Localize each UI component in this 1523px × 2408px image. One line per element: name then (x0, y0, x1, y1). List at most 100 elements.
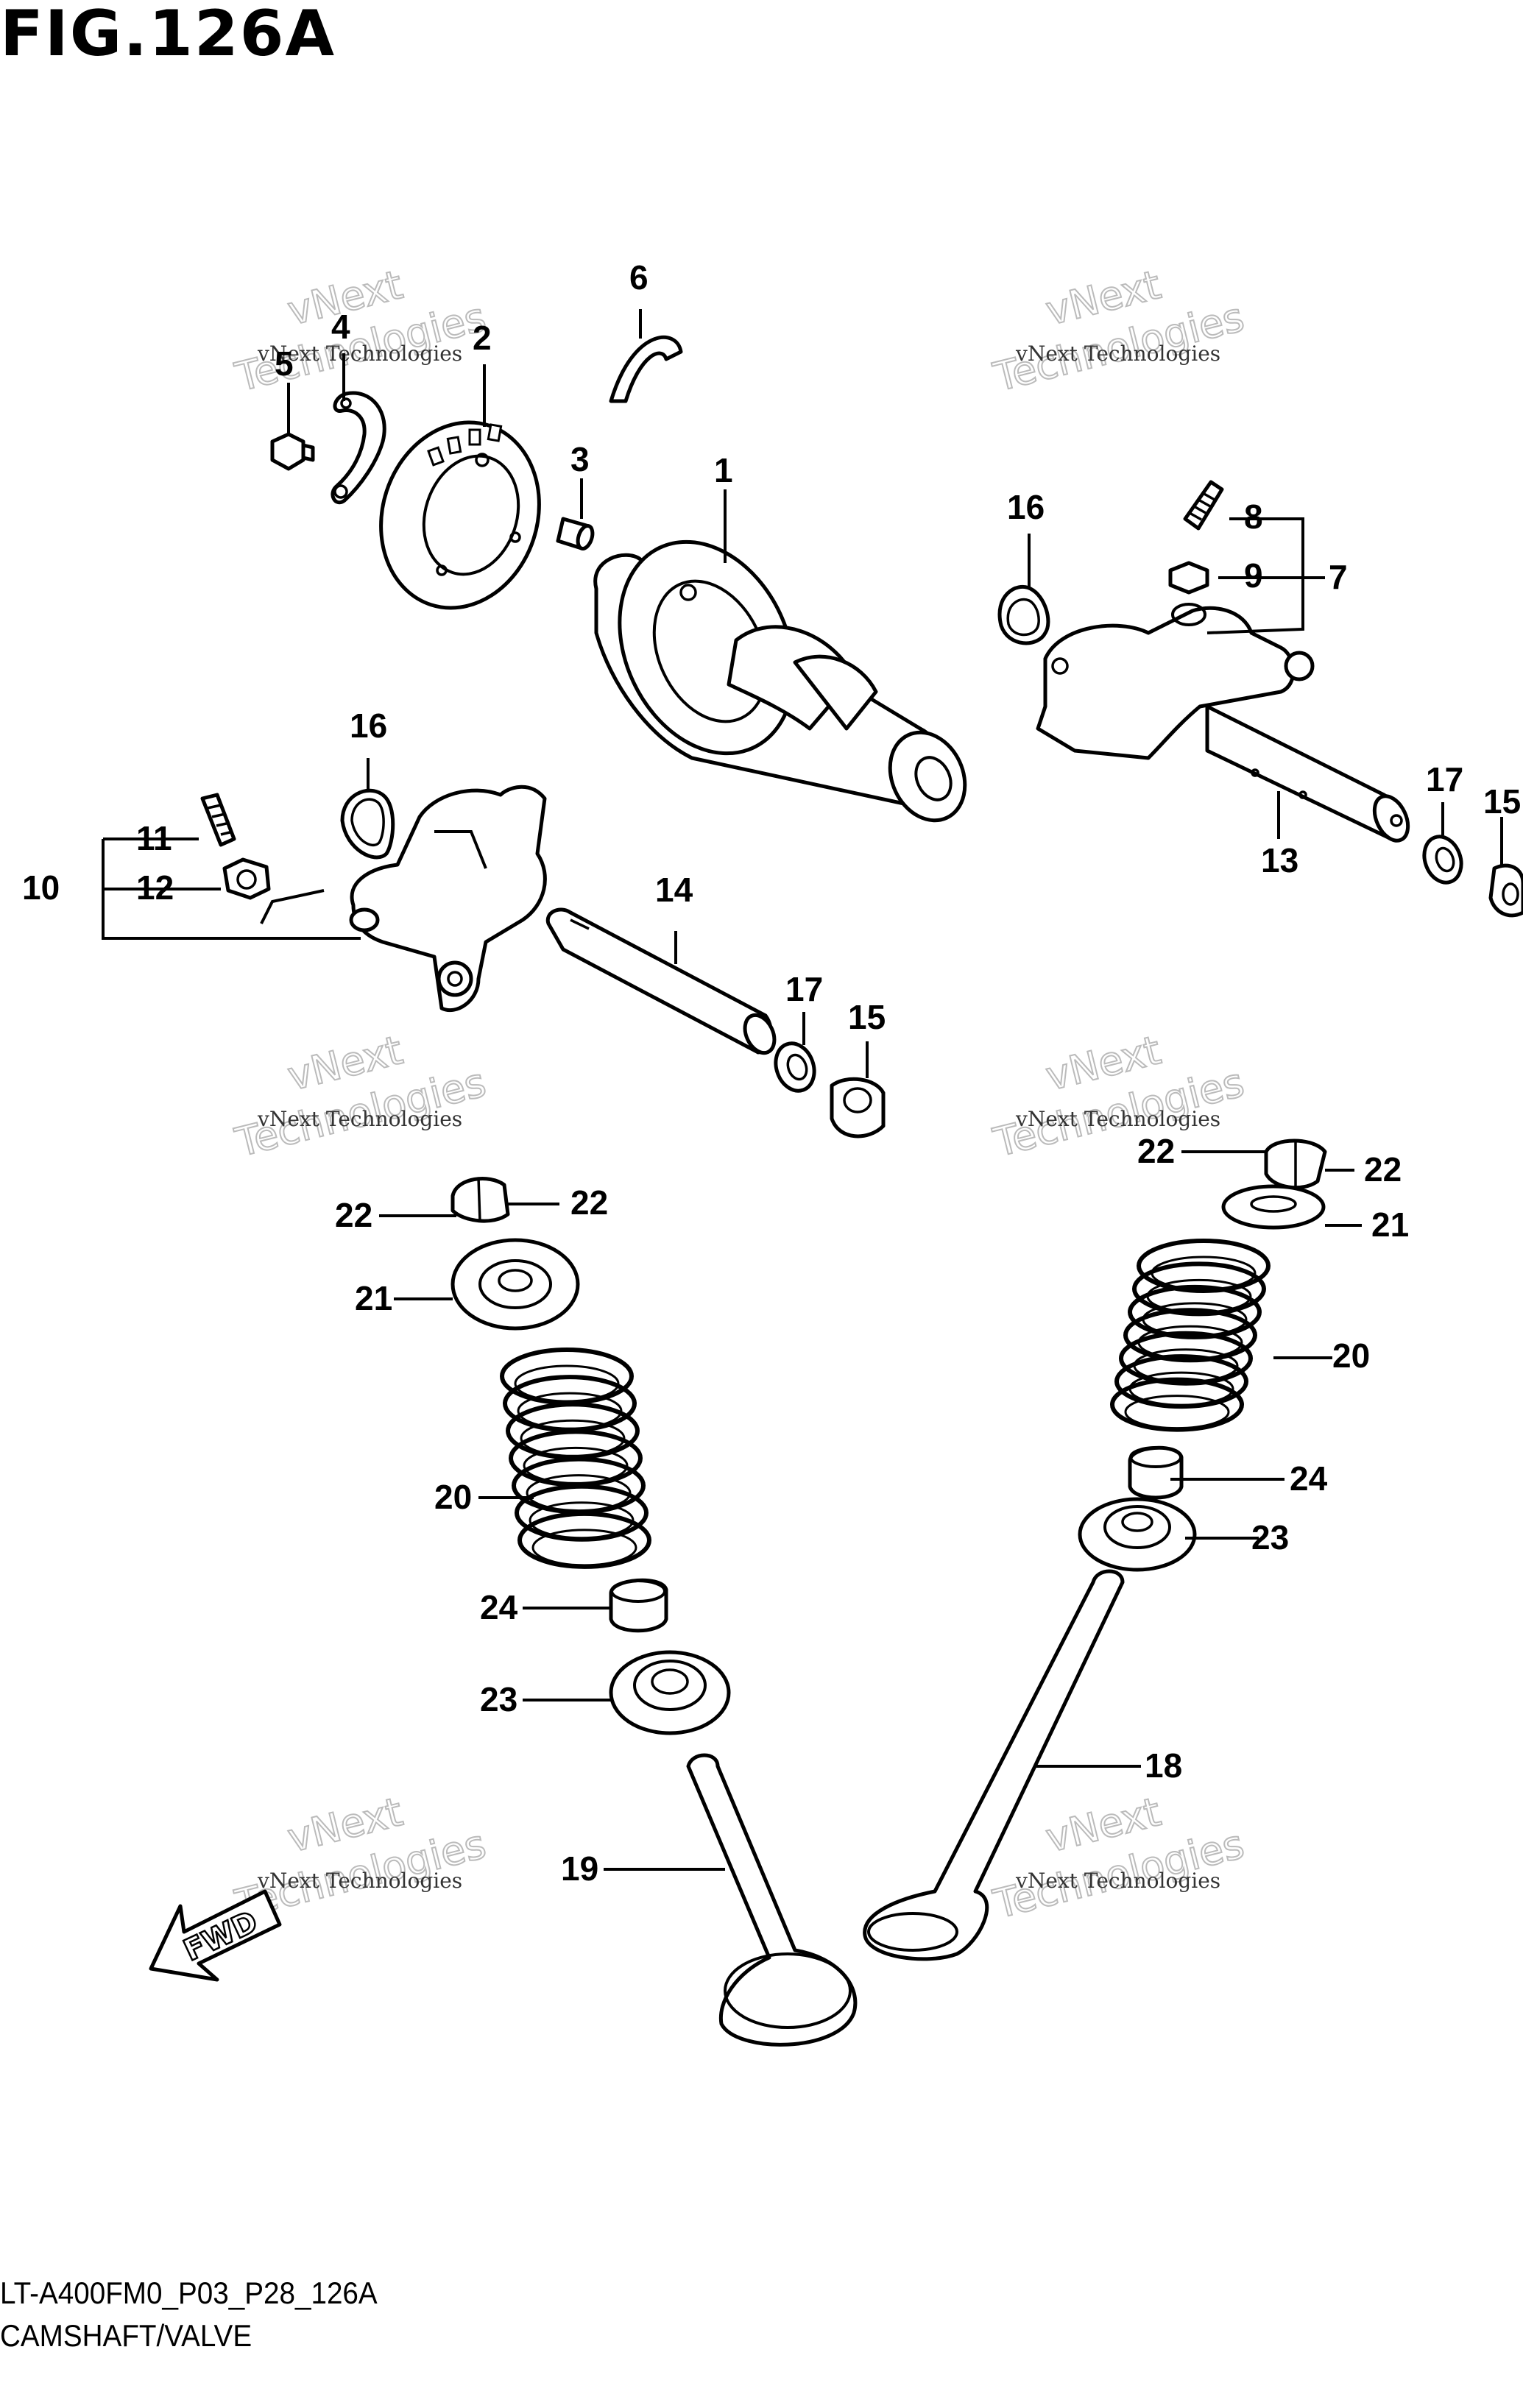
part-2-cam-sprocket[interactable] (358, 402, 563, 628)
part-22-cotter-right[interactable] (1264, 1139, 1327, 1190)
callout-3: 3 (570, 440, 590, 478)
spring-coil (1110, 1377, 1244, 1432)
callout-19: 19 (561, 1849, 598, 1888)
spring-coil-inner (514, 1364, 620, 1403)
spring-coil-inner (526, 1474, 632, 1512)
callout-10: 10 (22, 868, 60, 907)
callout-8: 8 (1244, 497, 1263, 536)
spring-coil (1114, 1354, 1248, 1409)
part-12-nut-left[interactable] (222, 857, 271, 900)
spring-coil (515, 1484, 649, 1542)
callout-24-right: 24 (1290, 1459, 1328, 1498)
spring-coil-inner (1124, 1395, 1230, 1430)
part-1-camshaft[interactable] (587, 514, 979, 833)
watermark-mid-right: vNext Technologies vNext Technologies (988, 1026, 1249, 1166)
callout-2: 2 (473, 319, 492, 357)
callout-15-right: 15 (1483, 782, 1521, 821)
callout-18: 18 (1145, 1746, 1182, 1785)
callout-20-right: 20 (1332, 1336, 1370, 1375)
leader-lines (102, 309, 1503, 1871)
part-14-rocker-shaft-left[interactable] (545, 907, 780, 1058)
callout-15-left: 15 (848, 998, 886, 1036)
callout-22-right-a: 22 (1137, 1132, 1175, 1170)
figure-name: CAMSHAFT/VALVE (0, 2318, 252, 2353)
part-4-retainer-plate[interactable] (331, 391, 386, 504)
part-7-rocker-arm-right[interactable] (1036, 603, 1315, 760)
watermark-top-right: vNext Technologies vNext Technologies (988, 261, 1249, 401)
part-8-adjusting-screw[interactable] (1183, 480, 1224, 531)
part-15-cap-left[interactable] (830, 1077, 886, 1139)
callout-1: 1 (714, 451, 733, 489)
callout-24-left: 24 (480, 1588, 518, 1626)
svg-text:vNext Technologies: vNext Technologies (1015, 1107, 1220, 1131)
callout-9: 9 (1244, 556, 1263, 595)
spring-coil (1123, 1308, 1257, 1363)
callout-16-right: 16 (1007, 488, 1045, 526)
callout-22-right-b: 22 (1364, 1150, 1402, 1189)
part-24-seal-right[interactable] (1128, 1445, 1184, 1500)
part-21-retainer-right[interactable] (1221, 1184, 1326, 1230)
part-22-cotter-left[interactable] (450, 1177, 510, 1223)
part-24-seal-left[interactable] (609, 1578, 668, 1633)
part-11-adjusting-screw-left[interactable] (200, 793, 236, 847)
callout-4: 4 (331, 308, 350, 346)
svg-text:vNext Technologies: vNext Technologies (257, 1107, 462, 1131)
part-10-rocker-arm-left[interactable] (349, 785, 547, 1013)
callout-22-left-b: 22 (570, 1183, 608, 1222)
spring-coil (1132, 1261, 1266, 1317)
callout-17-left: 17 (785, 970, 823, 1008)
callout-17-right: 17 (1426, 760, 1463, 798)
spring-coil (1119, 1331, 1253, 1386)
part-19-valve-left[interactable] (686, 1753, 858, 2047)
svg-text:vNext Technologies: vNext Technologies (257, 341, 462, 366)
callout-14: 14 (655, 871, 693, 909)
part-23-spring-seat-left[interactable] (609, 1650, 731, 1735)
spring-coil-inner (531, 1529, 637, 1567)
spring-coil-inner (529, 1501, 635, 1540)
part-5-bolt[interactable] (270, 432, 315, 471)
part-20-spring-left[interactable] (500, 1348, 651, 1569)
spring-coil-inner (523, 1446, 629, 1484)
figure-code: LT-A400FM0_P03_P28_126A (0, 2276, 378, 2310)
callout-5: 5 (275, 344, 294, 383)
figure-title: FIG.126A (0, 0, 336, 71)
callout-12: 12 (136, 868, 174, 907)
part-9-nut[interactable] (1168, 561, 1209, 595)
part-17-washer-right[interactable] (1418, 832, 1468, 888)
part-3-dowel-pin[interactable] (556, 517, 596, 550)
part-21-retainer-left[interactable] (450, 1238, 580, 1331)
part-17-washer-left[interactable] (769, 1038, 821, 1096)
svg-text:vNext Technologies: vNext Technologies (1015, 341, 1220, 366)
part-6-half-ring[interactable] (609, 335, 683, 403)
callout-20-left: 20 (434, 1478, 472, 1516)
callout-6: 6 (629, 258, 649, 297)
callout-23-right: 23 (1251, 1518, 1289, 1557)
callout-16-left: 16 (350, 707, 387, 745)
part-16-gasket-left[interactable] (340, 788, 395, 860)
spring-coil-inner (517, 1392, 623, 1430)
svg-text:vNext Technologies: vNext Technologies (257, 1869, 462, 1893)
leader-12-to-10 (260, 889, 325, 924)
callout-11: 11 (136, 819, 172, 857)
callout-7: 7 (1329, 558, 1348, 596)
svg-text:vNext Technologies: vNext Technologies (1015, 1869, 1220, 1893)
watermark-mid-left: vNext Technologies vNext Technologies (230, 1026, 491, 1166)
fwd-direction-arrow: FWD (149, 1889, 282, 1982)
spring-coil (1128, 1284, 1262, 1339)
callout-13: 13 (1261, 841, 1298, 879)
part-20-spring-right[interactable] (1110, 1239, 1271, 1432)
part-13-rocker-shaft-right[interactable] (1205, 704, 1415, 846)
callout-21-right: 21 (1371, 1205, 1409, 1244)
callout-22-left-a: 22 (335, 1196, 372, 1234)
part-16-gasket-right[interactable] (997, 585, 1050, 645)
callout-labels: 5 4 2 3 6 1 16 8 9 7 13 17 15 11 12 10 1… (22, 258, 1521, 1888)
part-15-cap-right[interactable] (1488, 863, 1523, 918)
spring-coil (517, 1511, 651, 1569)
callout-23-left: 23 (480, 1680, 517, 1718)
spring-coil (1137, 1239, 1271, 1293)
spring-coil-inner (520, 1419, 626, 1457)
part-18-valve-right[interactable] (863, 1569, 1125, 1961)
part-23-spring-seat-right[interactable] (1078, 1497, 1197, 1572)
